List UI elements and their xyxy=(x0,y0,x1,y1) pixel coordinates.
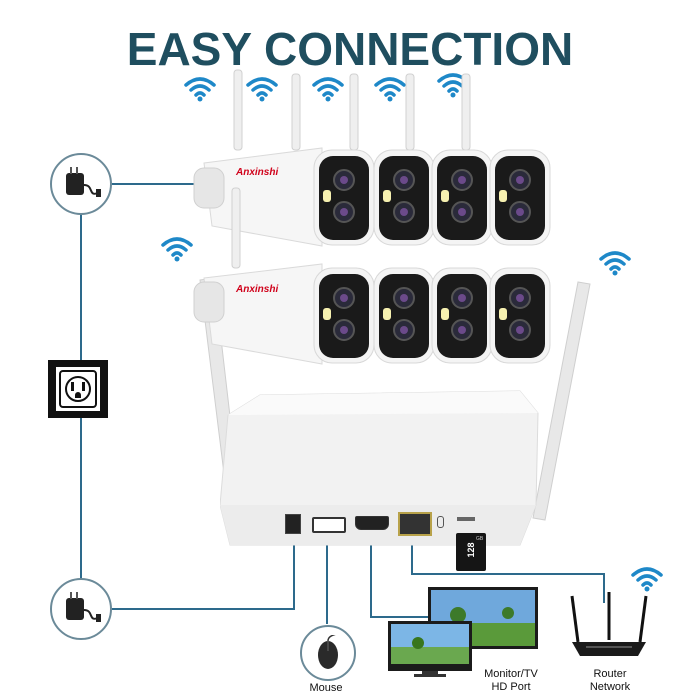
hdmi-port xyxy=(355,516,389,530)
camera-brand-bottom: Anxinshi xyxy=(236,284,278,295)
ethernet-port xyxy=(398,512,432,536)
wifi-icon xyxy=(160,236,194,262)
power-adapter-top xyxy=(50,153,112,215)
router-label-line1: Router xyxy=(575,668,645,681)
cameras-group xyxy=(192,68,562,368)
mouse-circle xyxy=(300,625,356,681)
sd-card: 128 GB xyxy=(456,533,486,571)
connection-line xyxy=(80,213,82,363)
camera-brand-top: Anxinshi xyxy=(236,167,278,178)
monitor-label-line2: HD Port xyxy=(476,681,546,694)
sd-card-capacity: 128 xyxy=(466,531,476,569)
reset-button xyxy=(437,516,444,528)
power-adapter-icon xyxy=(58,163,104,205)
sd-slot xyxy=(457,517,475,521)
usb-port xyxy=(312,517,346,533)
wifi-icon xyxy=(630,566,664,592)
mouse-label: Mouse xyxy=(296,682,356,695)
connection-line xyxy=(80,418,82,590)
mouse-icon xyxy=(314,635,342,671)
monitor-label-line1: Monitor/TV xyxy=(476,668,546,681)
power-outlet xyxy=(48,360,108,418)
power-adapter-icon xyxy=(58,588,104,630)
router-label-line2: Network xyxy=(575,681,645,694)
power-adapter-bottom xyxy=(50,578,112,640)
router-icon xyxy=(568,590,650,662)
power-port xyxy=(285,514,301,534)
power-outlet-icon xyxy=(56,367,100,411)
monitor-icon xyxy=(388,585,540,677)
connection-line xyxy=(112,608,294,610)
sd-card-unit: GB xyxy=(476,536,483,542)
connection-line xyxy=(411,573,604,575)
